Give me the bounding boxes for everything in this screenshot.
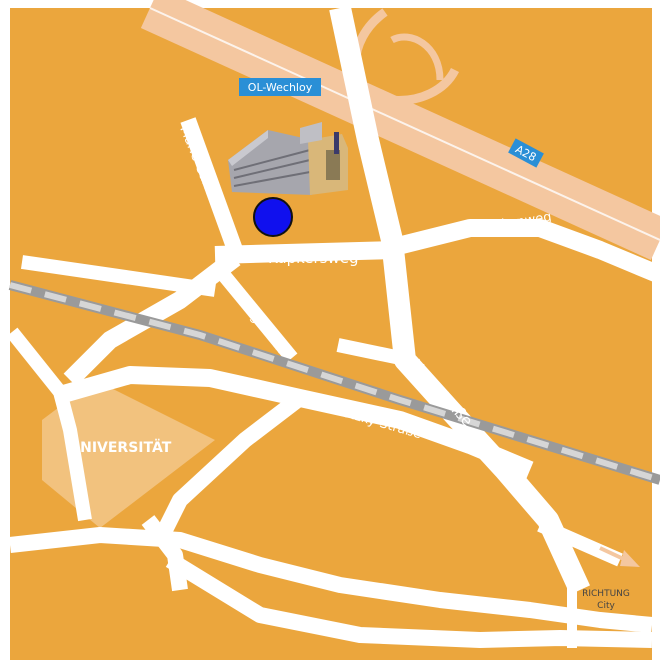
motorway-a28 [140, 0, 660, 261]
location-marker-icon[interactable] [253, 197, 293, 237]
direction-label-line1: RICHTUNG [582, 589, 630, 599]
area-label-university: UNIVERSITÄT [69, 439, 172, 456]
railway-line [8, 280, 660, 485]
direction-label-line2: City [597, 601, 615, 611]
street-label-droegen: Drögen-Hasen-Weg [394, 631, 519, 646]
road-network [6, 5, 660, 648]
exit-badge-label: OL-Wechloy [248, 81, 313, 94]
building-icon [228, 122, 348, 195]
street-label-kuepkersweg: Küpkersweg [268, 249, 359, 267]
exit-badge: OL-Wechloy [239, 78, 321, 96]
arrow-right-icon [599, 546, 640, 567]
